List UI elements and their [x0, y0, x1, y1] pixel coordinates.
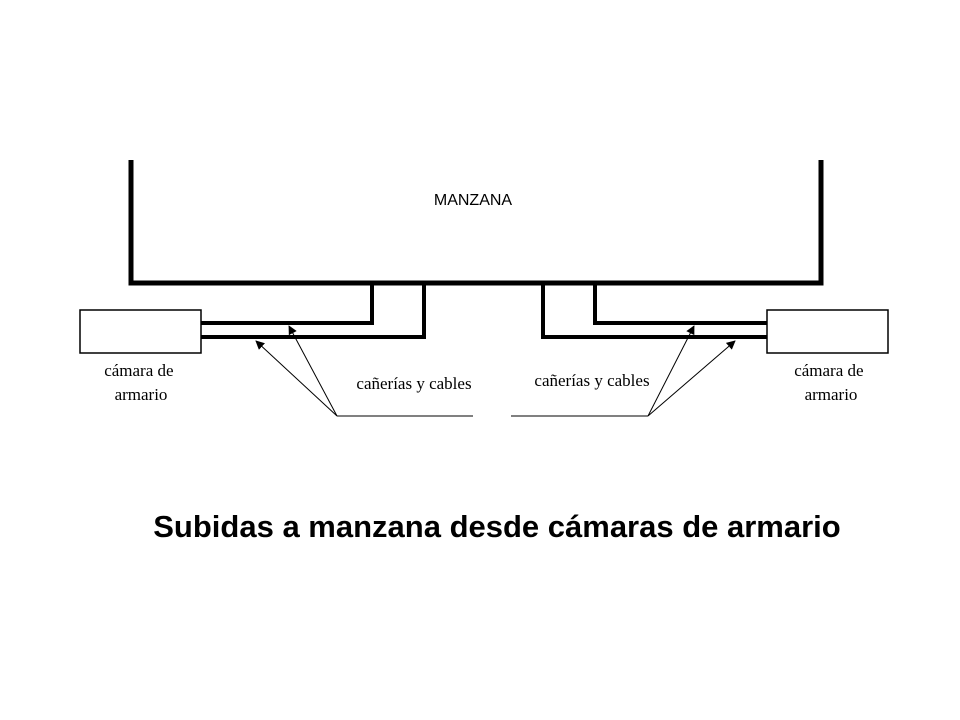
block-walls [128, 160, 824, 286]
left-callout-arrow-to-upper-pipe [288, 325, 338, 417]
right-callout-arrow-to-lower-pipe [647, 340, 736, 417]
left-chamber-box [79, 309, 202, 354]
right-callout-arrow-to-upper-pipe [647, 325, 695, 417]
left-chamber-label-line2: armario [115, 385, 168, 404]
left-callout-arrow-to-lower-pipe [255, 340, 338, 417]
left-chamber-label-line1: cámara de [104, 361, 173, 380]
right-chamber-label-line2: armario [805, 385, 858, 404]
left-pipe-upper [201, 283, 374, 325]
right-pipe-lower [541, 283, 767, 339]
left-callout [255, 325, 473, 417]
right-chamber-label-line1: cámara de [794, 361, 863, 380]
right-chamber-label: cámara de armario [794, 361, 868, 404]
right-pipes-label: cañerías y cables [534, 371, 649, 390]
right-chamber-box [766, 309, 889, 354]
diagram-title: Subidas a manzana desde cámaras de armar… [153, 509, 840, 544]
right-pipe-upper [593, 283, 767, 325]
right-callout [511, 325, 736, 417]
left-pipe-lower [201, 283, 426, 339]
left-pipes-label: cañerías y cables [356, 374, 471, 393]
left-pipes [201, 283, 426, 339]
block-label: MANZANA [434, 192, 513, 209]
block-outline [128, 160, 824, 286]
left-chamber-label: cámara de armario [104, 361, 178, 404]
right-pipes [541, 283, 767, 339]
